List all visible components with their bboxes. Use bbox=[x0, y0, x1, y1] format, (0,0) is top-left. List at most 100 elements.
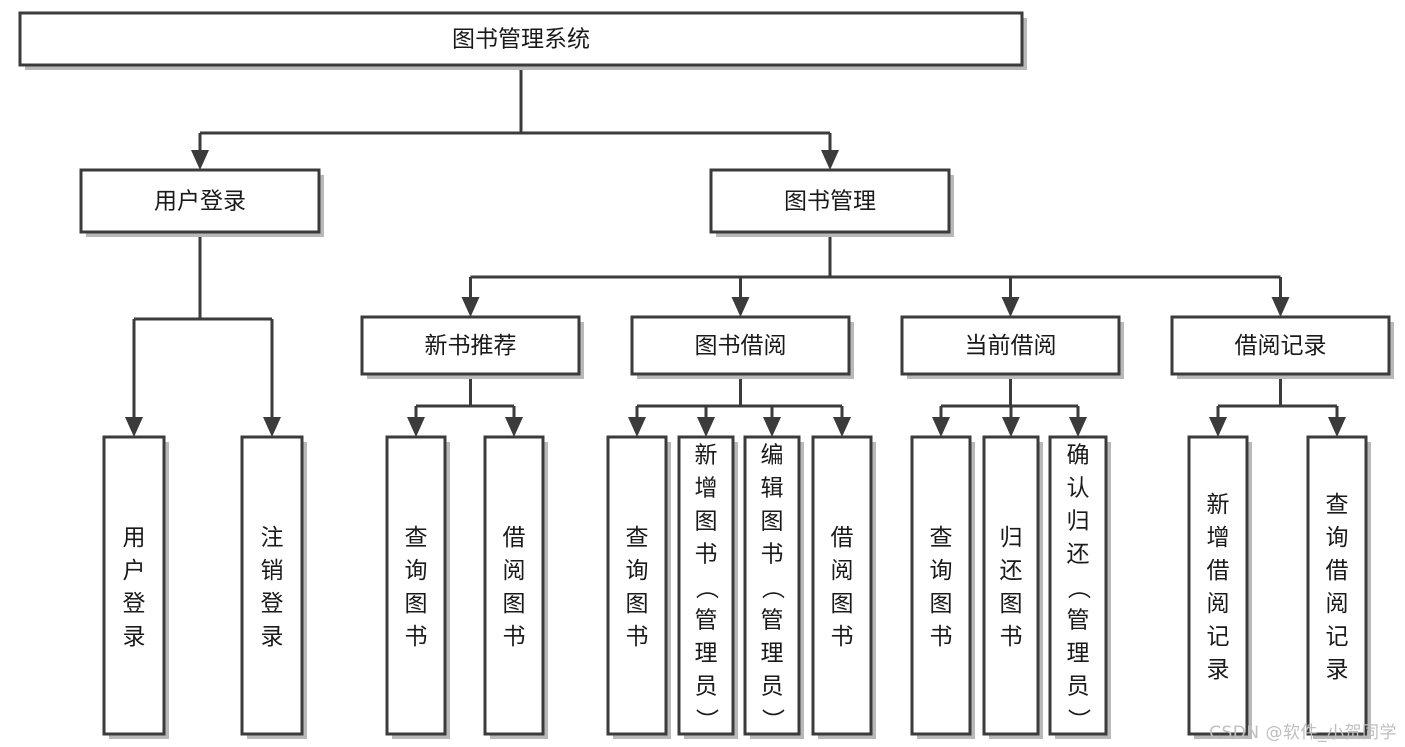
svg-text:还: 还 bbox=[1000, 558, 1023, 584]
arrow-head-icon bbox=[191, 150, 209, 170]
node-leaf-12[interactable] bbox=[1306, 435, 1368, 736]
svg-text:员: 员 bbox=[761, 674, 784, 700]
node-leaf-label-0: 用户登录 bbox=[123, 525, 146, 650]
svg-text:管: 管 bbox=[1067, 608, 1090, 634]
node-leaf-11[interactable] bbox=[1187, 435, 1249, 736]
svg-text:图: 图 bbox=[930, 591, 953, 617]
svg-text:（: （ bbox=[1065, 576, 1091, 599]
svg-text:销: 销 bbox=[261, 558, 284, 584]
node-leaf-9[interactable] bbox=[982, 435, 1040, 736]
node-leaf-2[interactable] bbox=[385, 435, 447, 736]
node-level2-1[interactable] bbox=[709, 168, 951, 234]
svg-text:书: 书 bbox=[503, 624, 526, 650]
svg-text:图: 图 bbox=[695, 509, 718, 535]
node-leaf-6[interactable] bbox=[743, 435, 801, 736]
node-level3-label-3: 借阅记录 bbox=[1235, 333, 1327, 359]
svg-text:图: 图 bbox=[1000, 591, 1023, 617]
node-leaf-10[interactable] bbox=[1048, 435, 1108, 736]
svg-text:（: （ bbox=[693, 576, 719, 599]
svg-text:借: 借 bbox=[1207, 558, 1230, 584]
node-leaf-1[interactable] bbox=[240, 435, 304, 736]
svg-text:书: 书 bbox=[626, 624, 649, 650]
arrow-head-icon bbox=[731, 297, 750, 317]
svg-text:书: 书 bbox=[695, 542, 718, 568]
svg-text:管: 管 bbox=[761, 608, 784, 634]
svg-text:查: 查 bbox=[405, 525, 428, 551]
svg-text:阅: 阅 bbox=[831, 558, 854, 584]
svg-text:户: 户 bbox=[123, 558, 146, 584]
svg-text:询: 询 bbox=[930, 558, 953, 584]
arrow-head-icon bbox=[1209, 417, 1227, 437]
node-level3-label-2: 当前借阅 bbox=[965, 333, 1057, 359]
arrow-head-icon bbox=[1328, 417, 1346, 437]
arrow-head-icon bbox=[263, 417, 281, 437]
node-level3-label-1: 图书借阅 bbox=[695, 333, 787, 359]
arrow-head-icon bbox=[1069, 417, 1087, 437]
svg-text:用: 用 bbox=[123, 525, 146, 551]
svg-text:图: 图 bbox=[405, 591, 428, 617]
svg-text:员: 员 bbox=[1067, 674, 1090, 700]
svg-text:理: 理 bbox=[761, 641, 784, 667]
svg-text:询: 询 bbox=[405, 558, 428, 584]
svg-text:增: 增 bbox=[1207, 525, 1230, 551]
node-level3-2[interactable] bbox=[900, 315, 1121, 376]
svg-text:（: （ bbox=[759, 576, 785, 599]
node-leaf-0[interactable] bbox=[102, 435, 166, 736]
node-level3-0[interactable] bbox=[360, 315, 581, 376]
node-leaf-3[interactable] bbox=[483, 435, 545, 736]
svg-text:新: 新 bbox=[695, 443, 718, 469]
node-level2-label-0: 用户登录 bbox=[154, 189, 246, 215]
svg-text:阅: 阅 bbox=[503, 558, 526, 584]
arrow-head-icon bbox=[461, 297, 480, 317]
svg-text:录: 录 bbox=[261, 624, 284, 650]
svg-text:图: 图 bbox=[761, 509, 784, 535]
svg-text:管: 管 bbox=[695, 608, 718, 634]
svg-text:借: 借 bbox=[1326, 558, 1349, 584]
node-leaf-8[interactable] bbox=[910, 435, 972, 736]
node-leaf-4[interactable] bbox=[606, 435, 668, 736]
node-level3-1[interactable] bbox=[630, 315, 851, 376]
svg-text:理: 理 bbox=[695, 641, 718, 667]
svg-text:书: 书 bbox=[1000, 624, 1023, 650]
svg-text:新: 新 bbox=[1207, 492, 1230, 518]
svg-text:图: 图 bbox=[831, 591, 854, 617]
svg-text:书: 书 bbox=[831, 624, 854, 650]
node-root[interactable] bbox=[18, 11, 1024, 67]
svg-text:询: 询 bbox=[1326, 525, 1349, 551]
svg-text:归: 归 bbox=[1000, 525, 1023, 551]
node-labels-layer: 图书管理系统用户登录图书管理新书推荐图书借阅当前借阅借阅记录用户登录注销登录查询… bbox=[123, 27, 1349, 732]
svg-text:图: 图 bbox=[503, 591, 526, 617]
svg-text:阅: 阅 bbox=[1326, 591, 1349, 617]
arrow-head-icon bbox=[1001, 297, 1020, 317]
node-root-label: 图书管理系统 bbox=[452, 27, 590, 53]
arrow-head-icon bbox=[763, 417, 781, 437]
svg-text:录: 录 bbox=[123, 624, 146, 650]
node-level2-0[interactable] bbox=[79, 168, 321, 234]
svg-text:录: 录 bbox=[1326, 657, 1349, 683]
svg-text:登: 登 bbox=[261, 591, 284, 617]
svg-text:归: 归 bbox=[1067, 509, 1090, 535]
arrow-head-icon bbox=[407, 417, 425, 437]
node-leaf-7[interactable] bbox=[811, 435, 873, 736]
svg-text:查: 查 bbox=[930, 525, 953, 551]
connector-lines-layer bbox=[125, 65, 1346, 437]
svg-text:）: ） bbox=[759, 708, 785, 731]
node-leaf-5[interactable] bbox=[677, 435, 735, 736]
node-level3-3[interactable] bbox=[1170, 315, 1391, 376]
svg-text:借: 借 bbox=[503, 525, 526, 551]
svg-text:）: ） bbox=[693, 708, 719, 731]
arrow-head-icon bbox=[932, 417, 950, 437]
